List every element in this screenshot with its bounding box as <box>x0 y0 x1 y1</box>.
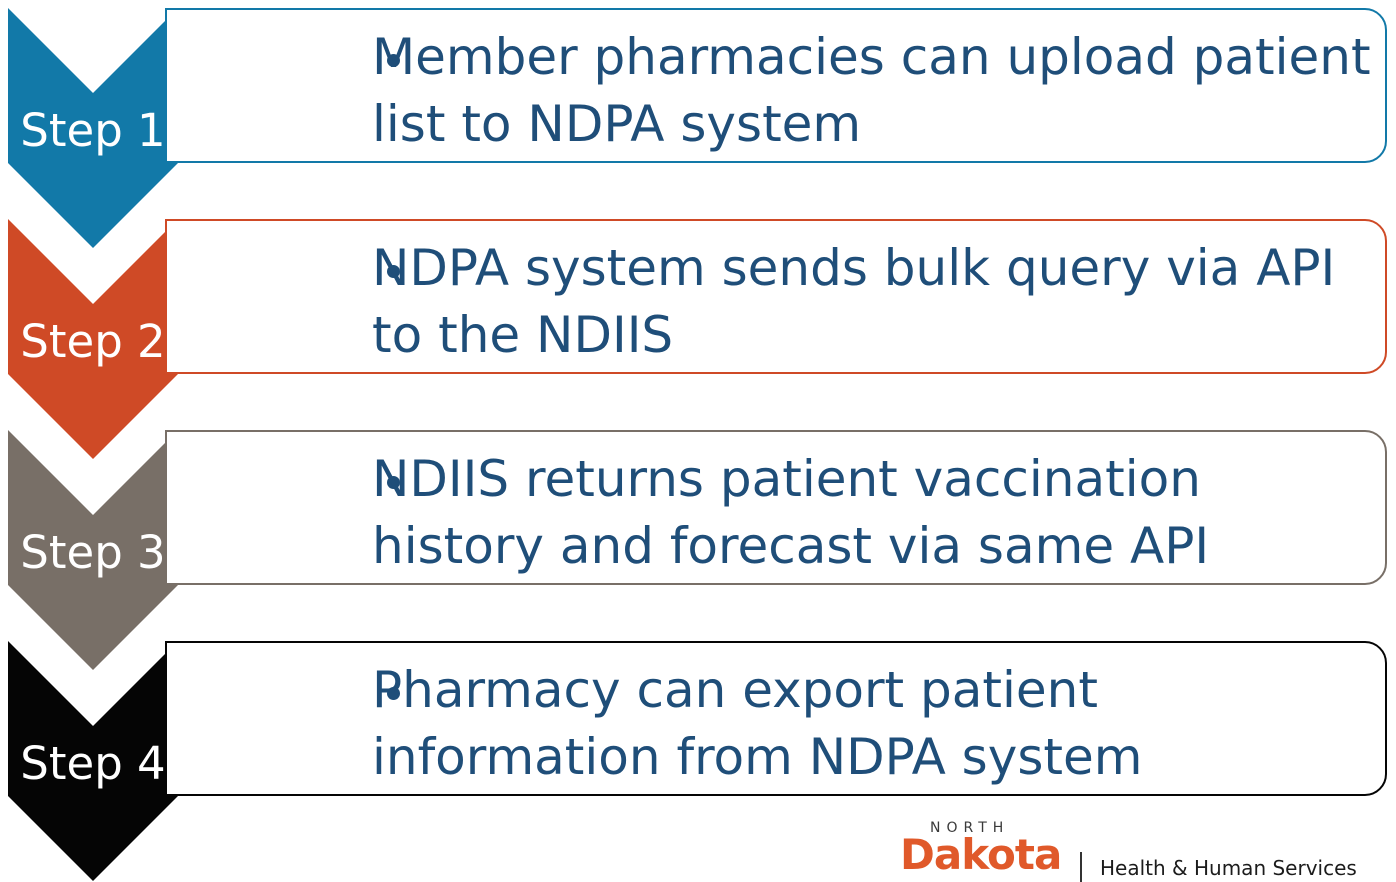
step-4-box: Pharmacy can export patient information … <box>165 641 1387 796</box>
step-2-bullet <box>387 265 400 278</box>
step-2-box: NDPA system sends bulk query via API to … <box>165 219 1387 374</box>
logo-dakota-text: Dakota <box>900 830 1062 879</box>
step-1-label: Step 1 <box>20 104 166 157</box>
step-1-box: Member pharmacies can upload patient lis… <box>165 8 1387 163</box>
step-3-chevron <box>8 430 178 670</box>
step-4-chevron <box>8 641 178 881</box>
step-1-bullet <box>387 54 400 67</box>
step-1-chevron <box>8 8 178 248</box>
step-4-label: Step 4 <box>20 737 166 790</box>
logo-north-text: NORTH <box>930 820 1010 836</box>
logo-department-text: Health & Human Services <box>1100 856 1357 880</box>
step-2-label: Step 2 <box>20 315 166 368</box>
step-3-bullet <box>387 476 400 489</box>
step-3-label: Step 3 <box>20 526 166 579</box>
step-3-box: NDIIS returns patient vaccination histor… <box>165 430 1387 585</box>
step-4-bullet <box>387 687 400 700</box>
step-3-text: NDIIS returns patient vaccination histor… <box>372 450 1210 575</box>
nd-hhs-logo: NORTH Dakota Health & Human Services <box>900 818 1380 882</box>
step-1-text: Member pharmacies can upload patient lis… <box>372 28 1371 153</box>
step-2-text: NDPA system sends bulk query via API to … <box>372 239 1336 364</box>
step-2-chevron <box>8 219 178 459</box>
logo-divider <box>1080 852 1082 882</box>
step-4-text: Pharmacy can export patient information … <box>372 661 1143 786</box>
